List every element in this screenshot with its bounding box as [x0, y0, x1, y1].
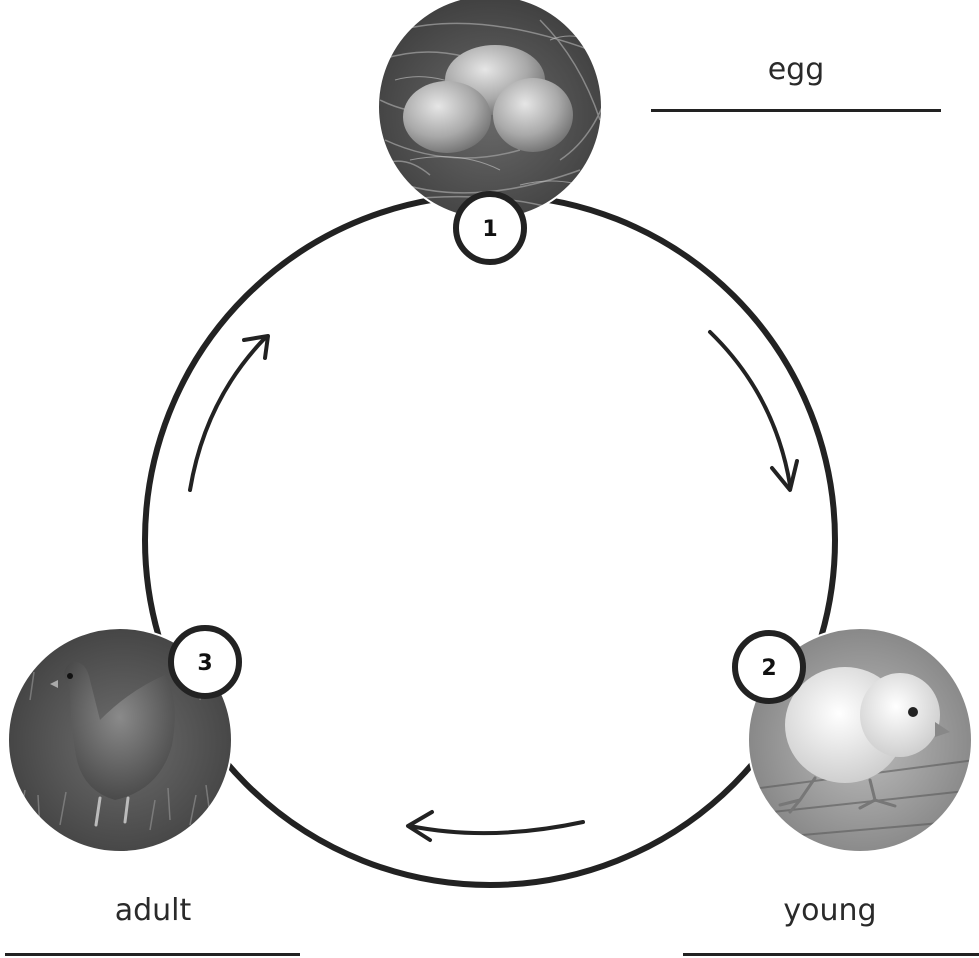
arrow-young-to-adult — [408, 812, 583, 840]
stage-label-egg: egg — [696, 52, 896, 88]
answer-line-young — [683, 953, 979, 956]
stage-badge-2: 2 — [735, 633, 803, 701]
stage-badge-1: 1 — [456, 194, 524, 262]
stage-label-adult: adult — [53, 893, 253, 929]
answer-line-adult — [5, 953, 300, 956]
stage-label-young: young — [730, 893, 930, 929]
stage-number-2: 2 — [761, 656, 776, 681]
cycle-ring — [145, 195, 835, 885]
stage-number-1: 1 — [482, 217, 497, 242]
arrow-adult-to-egg — [190, 336, 268, 490]
stage-number-3: 3 — [197, 651, 212, 676]
answer-line-egg — [651, 109, 941, 112]
stage-badge-3: 3 — [171, 628, 239, 696]
